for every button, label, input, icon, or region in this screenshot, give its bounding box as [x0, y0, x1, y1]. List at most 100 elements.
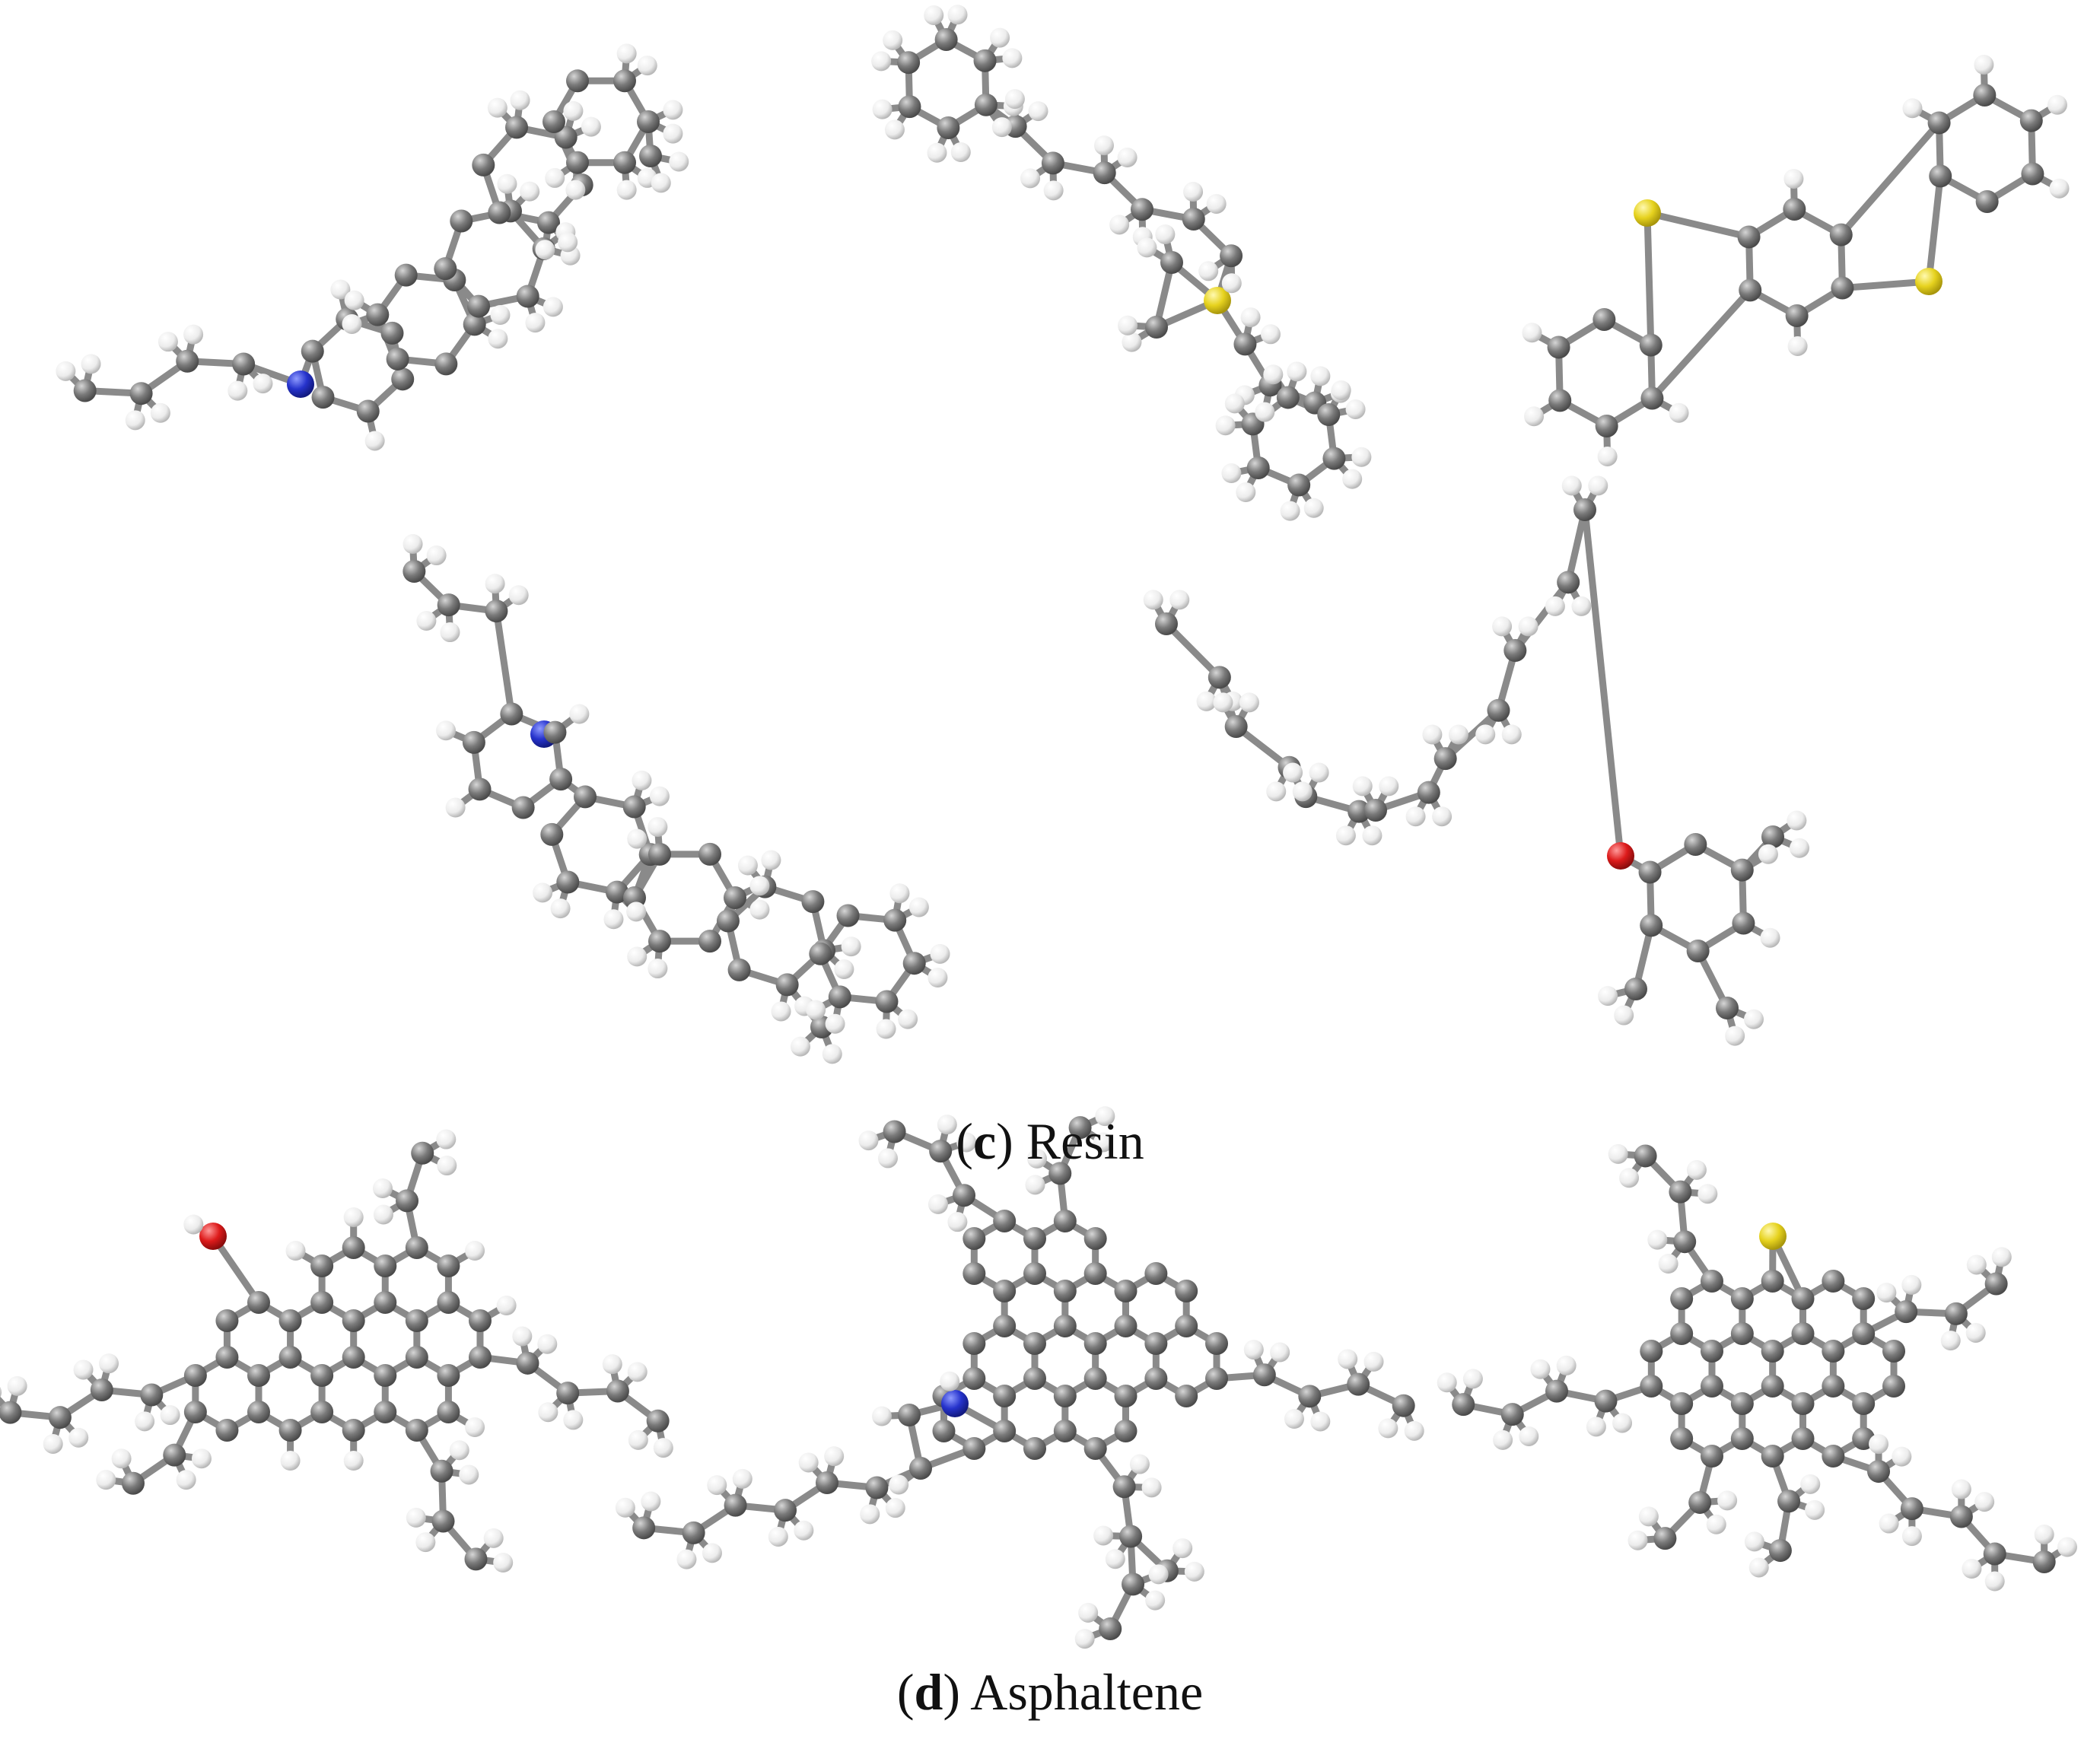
resin-1-carbon-atom [516, 285, 539, 308]
asphaltene-2-carbon-atom [963, 1367, 986, 1390]
resin-4-carbon-atom [727, 958, 751, 981]
resin-4-hydrogen-atom [648, 816, 668, 837]
asphaltene-3-carbon-atom [1791, 1427, 1815, 1450]
asphaltene-3-hydrogen-atom [2057, 1537, 2077, 1557]
resin-4-hydrogen-atom [930, 943, 950, 964]
asphaltene-1-hydrogen-atom [0, 1387, 2, 1398]
asphaltene-1-hydrogen-atom [628, 1429, 648, 1450]
resin-4-carbon-atom [883, 908, 907, 932]
resin-1-hydrogen-atom [487, 97, 508, 118]
resin-3-carbon-atom [2019, 109, 2043, 132]
asphaltene-1-hydrogen-atom [183, 1214, 204, 1235]
asphaltene-2-hydrogen-atom [1404, 1420, 1424, 1441]
asphaltene-2-hydrogen-atom [768, 1526, 788, 1547]
resin-3-sulfur-atom [1915, 268, 1943, 295]
resin-1-carbon-atom [394, 263, 418, 287]
asphaltene-2-carbon-atom [1023, 1227, 1046, 1250]
asphaltene-1-carbon-atom [0, 1401, 22, 1424]
asphaltene-1-carbon-atom [405, 1236, 428, 1259]
resin-1-carbon-atom [311, 386, 335, 409]
resin-2-hydrogen-atom [1236, 482, 1256, 503]
asphaltene-3-carbon-atom [1634, 1144, 1657, 1168]
asphaltene-1-carbon-atom [411, 1141, 434, 1165]
asphaltene-1-hydrogen-atom [160, 1405, 180, 1426]
resin-2-carbon-atom [1322, 447, 1346, 470]
asphaltene-2-hydrogen-atom [676, 1549, 697, 1569]
asphaltene-1-hydrogen-atom [372, 1178, 393, 1199]
resin-4-carbon-atom [468, 778, 492, 801]
asphaltene-2-carbon-atom [932, 1420, 956, 1442]
resin-1-carbon-atom [536, 211, 560, 234]
resin-2-carbon-atom [1093, 161, 1116, 185]
asphaltene-3-hydrogen-atom [1608, 1143, 1628, 1164]
resin-4-hydrogen-atom [436, 720, 457, 741]
resin-3-hydrogen-atom [1787, 335, 1808, 356]
asphaltene-3-hydrogen-atom [1951, 1479, 1971, 1499]
asphaltene-1-hydrogen-atom [135, 1411, 155, 1432]
asphaltene-2-carbon-atom [1053, 1385, 1077, 1407]
asphaltene-3-hydrogen-atom [1879, 1513, 1899, 1534]
asphaltene-3-carbon-atom [1670, 1322, 1694, 1345]
resin-3-bond [1838, 278, 1933, 292]
asphaltene-2-hydrogen-atom [1243, 1340, 1264, 1360]
resin-3-carbon-atom [1975, 189, 1999, 213]
resin-4-carbon-atom [511, 796, 535, 819]
asphaltene-3-carbon-atom [1867, 1460, 1891, 1483]
asphaltene-3-hydrogen-atom [1805, 1499, 1825, 1520]
resin-1-carbon-atom [613, 151, 636, 174]
asphaltene-1-hydrogen-atom [415, 1532, 436, 1553]
asphaltene-2-hydrogen-atom [732, 1468, 752, 1489]
resin-2-hydrogen-atom [1287, 361, 1307, 382]
asphaltene-1-hydrogen-atom [437, 1156, 457, 1176]
resin-2-carbon-atom [1246, 456, 1270, 479]
asphaltene-3-hydrogen-atom [1892, 1446, 1912, 1467]
resin-3-carbon-atom [2021, 162, 2044, 186]
resin-4-hydrogen-atom [445, 797, 466, 818]
resin-1-carbon-atom [637, 110, 660, 133]
asphaltene-1-carbon-atom [405, 1309, 428, 1332]
asphaltene-2-carbon-atom [993, 1280, 1017, 1302]
asphaltene-3-hydrogen-atom [1744, 1531, 1764, 1552]
asphaltene-1-carbon-atom [140, 1383, 164, 1407]
resin-2-hydrogen-atom [1310, 366, 1331, 386]
asphaltene-2-carbon-atom [993, 1420, 1017, 1442]
resin-3-hydrogen-atom [1669, 402, 1689, 423]
resin-2-hydrogen-atom [1342, 469, 1363, 489]
asphaltene-1-hydrogen-atom [465, 1417, 485, 1437]
asphaltene-3-carbon-atom [1768, 1539, 1792, 1563]
resin-3-hydrogen-atom [1783, 169, 1804, 189]
resin-2-hydrogen-atom [924, 5, 944, 25]
asphaltene-3-hydrogen-atom [1965, 1322, 1986, 1343]
resin-4-hydrogen-atom [426, 545, 447, 566]
asphaltene-3-carbon-atom [1730, 1322, 1754, 1345]
resin-5-bond [1581, 506, 1624, 860]
resin-1-hydrogen-atom [344, 290, 364, 310]
resin-4-carbon-atom [809, 942, 832, 965]
asphaltene-1-carbon-atom [183, 1364, 207, 1387]
asphaltene-1-hydrogen-atom [493, 1553, 514, 1573]
resin-5-hydrogen-atom [1492, 616, 1513, 637]
asphaltene-2-carbon-atom [1175, 1385, 1198, 1407]
resin-2-carbon-atom [897, 51, 921, 75]
asphaltene-1-carbon-atom [606, 1379, 629, 1403]
resin-1-hydrogen-atom [488, 329, 508, 349]
asphaltene-3-carbon-atom [1791, 1287, 1815, 1310]
resin-4-carbon-atom [724, 886, 746, 909]
resin-2-carbon-atom [1233, 332, 1257, 356]
asphaltene-3-hydrogen-atom [1612, 1413, 1633, 1433]
asphaltene-3-hydrogen-atom [1901, 1526, 1922, 1547]
resin-2-carbon-atom [1276, 386, 1300, 409]
asphaltene-1-hydrogen-atom [538, 1402, 558, 1423]
asphaltene-2-carbon-atom [1205, 1332, 1229, 1355]
resin-1-hydrogen-atom [183, 324, 204, 345]
resin-4-hydrogen-atom [806, 1000, 826, 1020]
resin-5-hydrogen-atom [1362, 825, 1382, 846]
resin-4-hydrogen-atom [771, 1001, 791, 1022]
resin-4-carbon-atom [402, 559, 426, 583]
resin-5-carbon-atom [1686, 939, 1710, 962]
resin-4-carbon-atom [540, 822, 564, 846]
asphaltene-3-carbon-atom [1452, 1393, 1475, 1417]
asphaltene-1-hydrogen-atom [343, 1207, 364, 1227]
resin-3-carbon-atom [1639, 333, 1662, 357]
asphaltene-2-hydrogen-atom [615, 1497, 635, 1518]
